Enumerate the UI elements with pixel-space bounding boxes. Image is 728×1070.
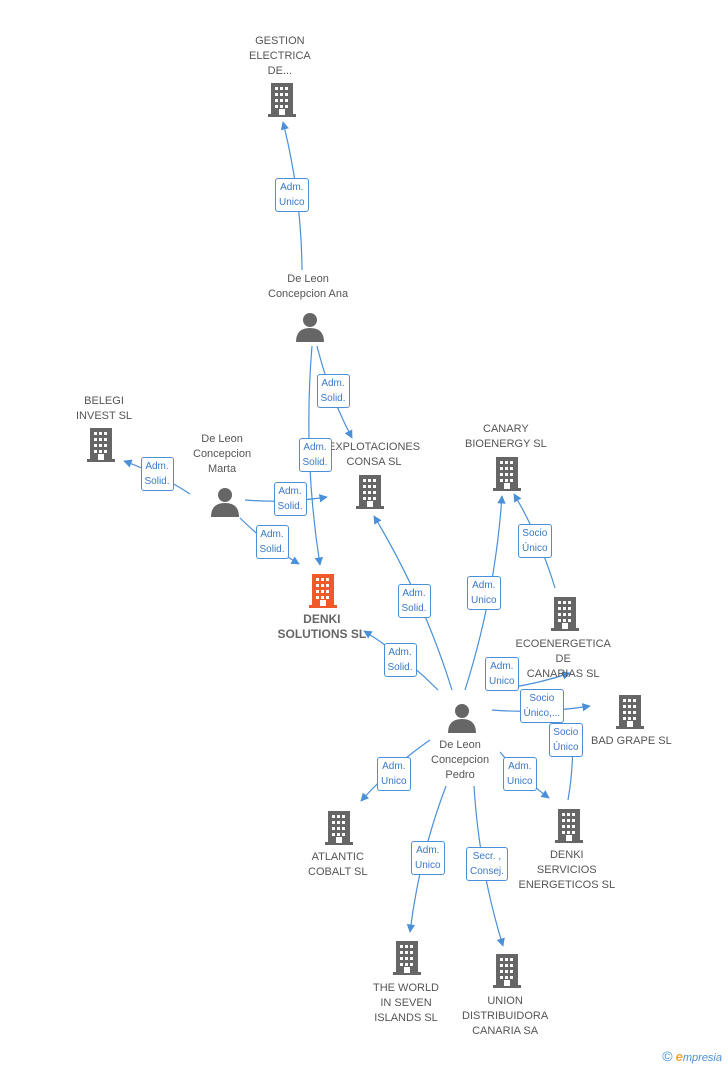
edge-label[interactable]: Socio Único (518, 524, 552, 558)
edge-label[interactable]: Adm. Solid. (298, 438, 332, 472)
edge-label[interactable]: Adm. Solid. (383, 643, 417, 677)
node-label-pedro[interactable]: De Leon Concepcion Pedro (431, 738, 489, 783)
node-label-text: ATLANTIC COBALT SL (308, 851, 368, 878)
building-icon[interactable] (493, 954, 521, 993)
building-icon[interactable] (616, 695, 644, 734)
edge-label[interactable]: Adm. Solid. (255, 525, 289, 559)
node-label-text: CANARY BIOENERGY SL (465, 423, 547, 450)
node-label-denki[interactable]: DENKI SOLUTIONS SL (278, 612, 367, 642)
edge-label[interactable]: Socio Único,... (519, 689, 565, 723)
node-label-text: DENKI SERVICIOS ENERGETICOS SL (518, 849, 616, 891)
building-icon[interactable] (309, 574, 337, 613)
node-label-text: EXPLOTACIONES CONSA SL (328, 441, 421, 468)
edge-label[interactable]: Adm. Solid. (273, 482, 307, 516)
node-label-denkiserv[interactable]: DENKI SERVICIOS ENERGETICOS SL (519, 848, 616, 893)
node-label-text: De Leon Concepcion Pedro (431, 739, 490, 781)
node-label-text: De Leon Concepcion Ana (268, 273, 349, 300)
node-label-ana[interactable]: De Leon Concepcion Ana (268, 272, 348, 302)
node-label-text: De Leon Concepcion Marta (193, 433, 252, 475)
node-label-gestion[interactable]: GESTION ELECTRICA DE... (249, 34, 311, 79)
copyright-icon: © (662, 1048, 673, 1064)
edge-label[interactable]: Adm. Solid. (397, 584, 431, 618)
node-label-world[interactable]: THE WORLD IN SEVEN ISLANDS SL (373, 981, 439, 1026)
node-label-text: THE WORLD IN SEVEN ISLANDS SL (373, 982, 439, 1024)
person-icon[interactable] (210, 487, 240, 522)
node-label-text: GESTION ELECTRICA DE... (249, 35, 311, 77)
building-icon[interactable] (493, 457, 521, 496)
building-icon[interactable] (268, 83, 296, 122)
node-label-canary[interactable]: CANARY BIOENERGY SL (465, 422, 547, 452)
edge-label[interactable]: Adm. Unico (467, 576, 501, 610)
edge-label[interactable]: Secr. , Consej. (466, 847, 508, 881)
node-label-explot[interactable]: EXPLOTACIONES CONSA SL (328, 440, 420, 470)
node-label-text: BAD GRAPE SL (591, 734, 672, 747)
edge-label[interactable]: Adm. Unico (503, 757, 537, 791)
empresia-logo: © empresia (662, 1048, 722, 1064)
node-label-ecoen[interactable]: ECOENERGETICA DE CANARIAS SL (516, 637, 611, 682)
edge-label[interactable]: Adm. Unico (377, 757, 411, 791)
edge-label[interactable]: Adm. Solid. (316, 374, 350, 408)
node-label-text: ECOENERGETICA DE CANARIAS SL (515, 638, 611, 680)
person-icon[interactable] (295, 312, 325, 347)
brand-name: mpresia (682, 1052, 722, 1064)
node-label-union[interactable]: UNION DISTRIBUIDORA CANARIA SA (462, 994, 548, 1039)
node-label-belegi[interactable]: BELEGI INVEST SL (76, 394, 132, 424)
edge-label[interactable]: Adm. Unico (275, 178, 309, 212)
building-icon[interactable] (87, 428, 115, 467)
building-icon[interactable] (356, 475, 384, 514)
building-icon[interactable] (555, 809, 583, 848)
edge-label[interactable]: Adm. Unico (485, 657, 519, 691)
node-label-text: BELEGI INVEST SL (76, 395, 133, 422)
edge-label[interactable]: Adm. Solid. (140, 457, 174, 491)
brand-initial: e (675, 1049, 683, 1064)
building-icon[interactable] (551, 597, 579, 636)
edge-label[interactable]: Socio Único (549, 723, 583, 757)
building-icon[interactable] (393, 941, 421, 980)
node-label-text: DENKI SOLUTIONS SL (277, 612, 367, 641)
node-label-marta[interactable]: De Leon Concepcion Marta (193, 432, 251, 477)
person-icon[interactable] (447, 703, 477, 738)
building-icon[interactable] (325, 811, 353, 850)
edge-label[interactable]: Adm. Unico (411, 841, 445, 875)
node-label-atlantic[interactable]: ATLANTIC COBALT SL (308, 850, 368, 880)
node-label-text: UNION DISTRIBUIDORA CANARIA SA (462, 995, 549, 1037)
node-label-badgrape[interactable]: BAD GRAPE SL (591, 734, 672, 749)
